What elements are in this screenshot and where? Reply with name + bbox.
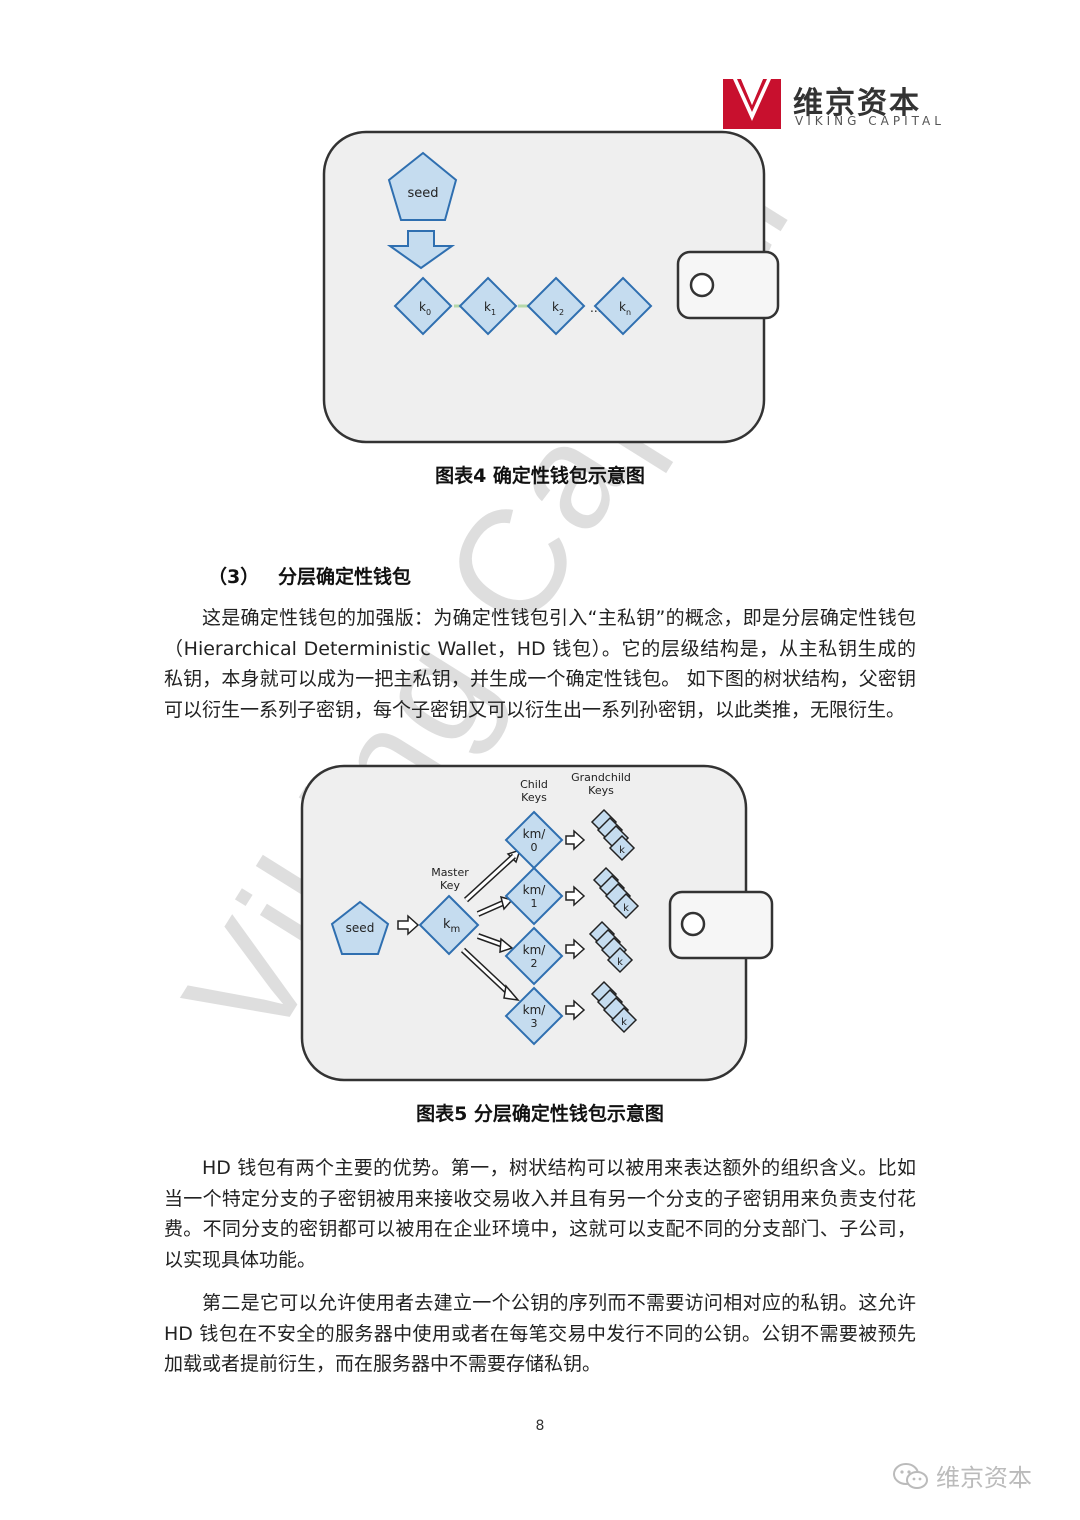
- svg-text:2: 2: [531, 957, 538, 970]
- grandchild-keys-header-1: Grandchild: [571, 771, 631, 784]
- seed-pentagon: seed: [330, 900, 390, 955]
- child-key-diamond-1: km/ 1: [504, 866, 564, 926]
- svg-text:k: k: [617, 957, 623, 968]
- child-key-diamond-0: km/ 0: [504, 810, 564, 870]
- child-keys-header-1: Child: [520, 778, 548, 791]
- key-diamond-1: k1: [458, 276, 518, 336]
- right-arrow-icon: [565, 885, 586, 907]
- seed-label: seed: [407, 186, 438, 201]
- svg-text:k2: k2: [552, 300, 564, 317]
- child-key-diamond-2: km/ 2: [504, 926, 564, 986]
- right-arrow-icon: [565, 999, 586, 1021]
- paragraph-hd-advantage-1: HD 钱包有两个主要的优势。第一，树状结构可以被用来表达额外的组织含义。比如当一…: [164, 1157, 916, 1271]
- footer-wechat-account: 维京资本: [936, 1464, 1032, 1492]
- wallet-button: [680, 911, 706, 937]
- master-label-1: Master: [431, 866, 469, 879]
- seed-label: seed: [346, 921, 375, 935]
- wallet-clasp: [676, 250, 780, 320]
- grandchild-stack-2: k: [588, 920, 634, 974]
- section-heading: （3） 分层确定性钱包: [208, 562, 411, 589]
- svg-text:3: 3: [531, 1017, 538, 1030]
- grandchild-keys-header-2: Keys: [588, 784, 614, 797]
- svg-text:km/: km/: [523, 1003, 547, 1017]
- svg-text:kn: kn: [619, 300, 631, 317]
- key-diamond-0: k0: [393, 276, 453, 336]
- viking-logo-icon: [723, 79, 781, 129]
- right-arrow-icon: [565, 829, 586, 851]
- svg-text:k: k: [621, 1017, 627, 1028]
- grandchild-stack-0: k: [590, 808, 636, 862]
- grandchild-stack-3: k: [590, 980, 638, 1034]
- svg-text:k1: k1: [484, 300, 496, 317]
- paragraph-hd-wallet-intro: 这是确定性钱包的加强版：为确定性钱包引入“主私钥”的概念，即是分层确定性钱包（H…: [164, 607, 916, 721]
- svg-text:k0: k0: [419, 300, 431, 317]
- master-label-2: Key: [440, 879, 460, 892]
- branch-arrows: [460, 848, 522, 1002]
- svg-text:1: 1: [531, 897, 538, 910]
- svg-text:km/: km/: [523, 827, 547, 841]
- svg-text:km/: km/: [523, 943, 547, 957]
- right-arrow-icon: [397, 914, 420, 936]
- svg-text:km: km: [443, 917, 460, 935]
- key-diamond-n: kn: [593, 276, 653, 336]
- figure4-caption: 图表4 确定性钱包示意图: [435, 465, 645, 487]
- child-keys-header-2: Keys: [521, 791, 547, 804]
- wechat-icon: [893, 1463, 928, 1489]
- section-number: （3）: [208, 566, 260, 588]
- figure4-deterministic-wallet-diagram: seed k0 k1 k2 ... kn: [322, 130, 780, 444]
- svg-text:k: k: [619, 845, 625, 856]
- right-arrow-icon: [565, 938, 586, 960]
- paragraph-hd-advantage-2: 第二是它可以允许使用者去建立一个公钥的序列而不需要访问相对应的私钥。这允许 HD…: [164, 1292, 916, 1375]
- key-diamond-2: k2: [526, 276, 586, 336]
- wallet-clasp: [668, 890, 774, 960]
- logo-english-name: VIKING CAPITAL: [795, 114, 945, 128]
- wallet-button: [689, 272, 715, 298]
- svg-text:k: k: [623, 903, 629, 914]
- grandchild-stack-1: k: [592, 866, 640, 920]
- down-arrow-icon: [386, 230, 456, 270]
- child-key-diamond-3: km/ 3: [504, 986, 564, 1046]
- logo-chinese-name: 维京资本: [793, 86, 921, 121]
- svg-text:km/: km/: [523, 883, 547, 897]
- master-key-diamond: km: [418, 894, 480, 956]
- figure5-hd-wallet-diagram: seed Master Key km Child Keys Grandchild…: [300, 764, 774, 1082]
- figure5-caption: 图表5 分层确定性钱包示意图: [416, 1103, 664, 1125]
- page-number: 8: [535, 1418, 545, 1434]
- section-title: 分层确定性钱包: [278, 566, 412, 588]
- svg-text:0: 0: [531, 841, 538, 854]
- seed-pentagon: seed: [387, 151, 458, 221]
